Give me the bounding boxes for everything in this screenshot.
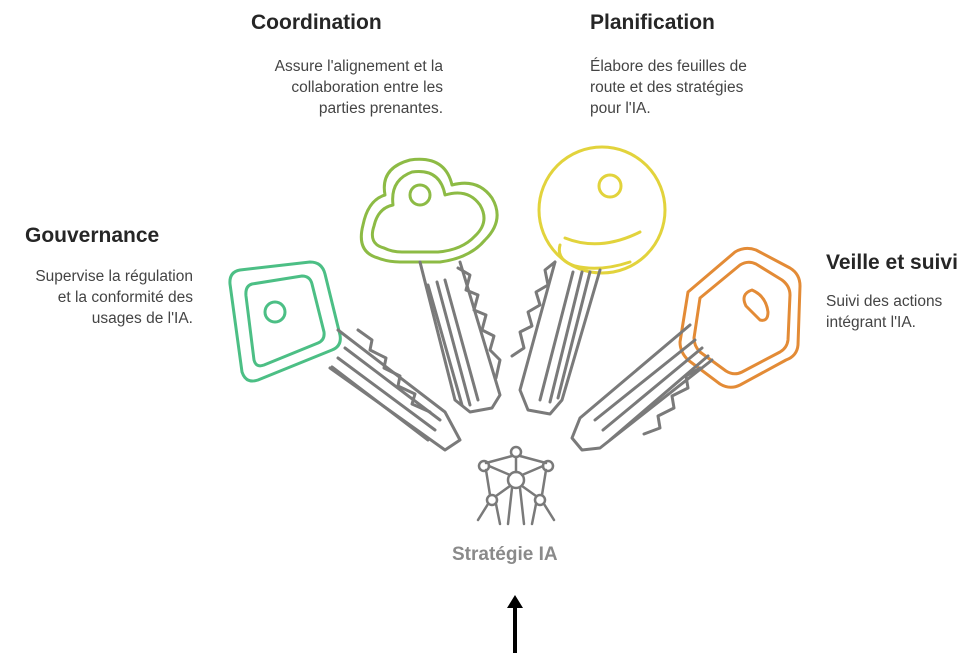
coordination-desc-line: parties prenantes. bbox=[318, 100, 443, 117]
planification-desc-line: pour l'IA. bbox=[590, 100, 651, 117]
planification-title: Planification bbox=[590, 11, 715, 34]
atomium-icon bbox=[476, 445, 556, 526]
gouvernance-desc-line: Supervise la régulation bbox=[35, 268, 193, 285]
planification-desc-line: route et des stratégies bbox=[590, 79, 744, 96]
coordination-desc-line: collaboration entre les bbox=[291, 79, 443, 96]
strategy-label: Stratégie IA bbox=[452, 544, 558, 565]
arrow-up-icon bbox=[507, 595, 523, 653]
veille-title: Veille et suivi bbox=[826, 251, 958, 274]
planification-key bbox=[510, 145, 667, 416]
veille-description: Suivi des actions intégrant l'IA. bbox=[826, 291, 966, 333]
coordination-desc-line: Assure l'alignement et la bbox=[274, 58, 443, 75]
veille-desc-line: Suivi des actions bbox=[826, 293, 943, 310]
veille-desc-line: intégrant l'IA. bbox=[826, 314, 916, 331]
coordination-key bbox=[359, 157, 502, 414]
planification-description: Élabore des feuilles de route et des str… bbox=[590, 56, 790, 119]
planification-desc-line: Élabore des feuilles de bbox=[590, 58, 747, 75]
gouvernance-key bbox=[228, 260, 462, 452]
coordination-title: Coordination bbox=[251, 11, 382, 34]
gouvernance-desc-line: usages de l'IA. bbox=[91, 310, 193, 327]
gouvernance-desc-line: et la conformité des bbox=[57, 289, 193, 306]
gouvernance-description: Supervise la régulation et la conformité… bbox=[8, 266, 193, 329]
veille-key bbox=[570, 246, 802, 452]
gouvernance-title: Gouvernance bbox=[25, 224, 160, 247]
coordination-description: Assure l'alignement et la collaboration … bbox=[228, 56, 443, 119]
